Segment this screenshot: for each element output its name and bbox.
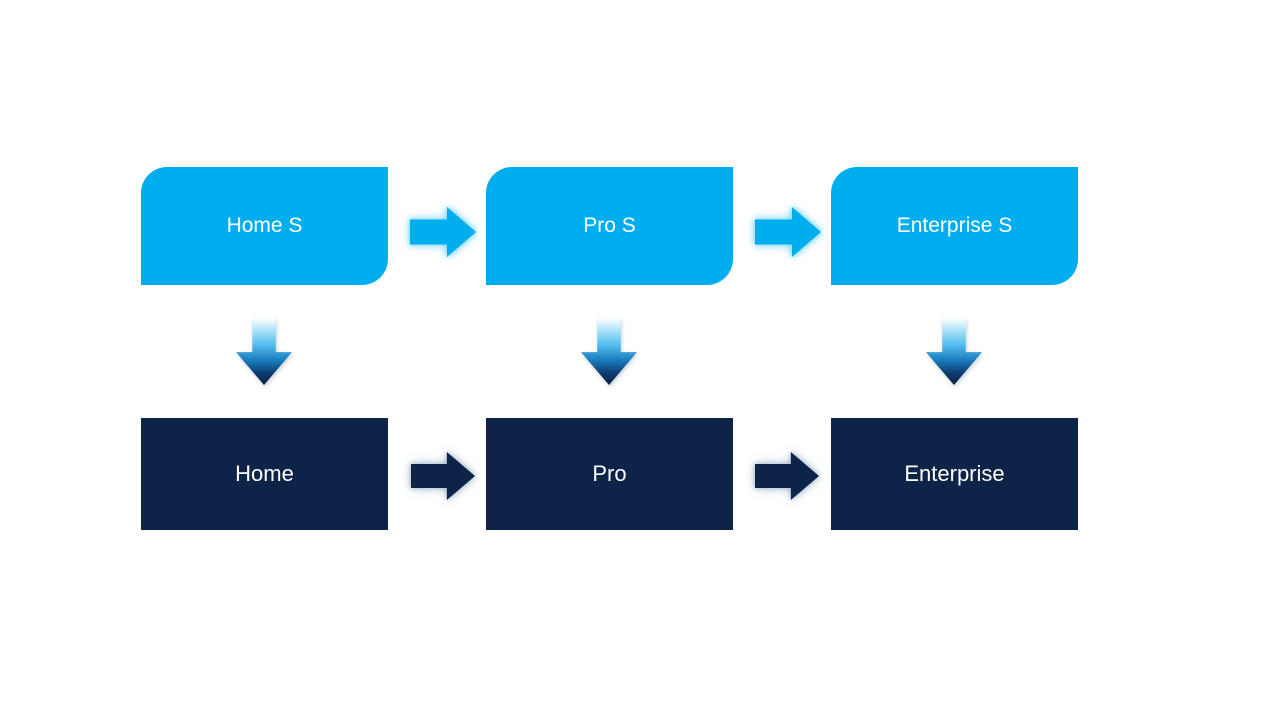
- node-home-s: Home S: [141, 167, 388, 285]
- node-enterprise-s-label: Enterprise S: [896, 214, 1013, 237]
- down-arrow-icon-1: [236, 318, 292, 385]
- right-arrow-icon-bottom-1: [411, 452, 475, 500]
- node-pro-label: Pro: [592, 461, 627, 486]
- node-pro-s-label: Pro S: [583, 214, 636, 237]
- right-arrow-icon-top-1: [410, 207, 476, 257]
- right-arrow-icon-bottom-2: [755, 452, 819, 500]
- node-pro-s: Pro S: [486, 167, 733, 285]
- node-home: Home: [141, 418, 388, 530]
- down-arrow-shape: [236, 318, 292, 385]
- right-arrow-shape: [411, 452, 475, 500]
- node-home-s-label: Home S: [226, 214, 303, 237]
- node-enterprise: Enterprise: [831, 418, 1078, 530]
- right-arrow-shape: [755, 452, 819, 500]
- node-home-label: Home: [235, 461, 294, 486]
- down-arrow-icon-2: [581, 318, 637, 385]
- down-arrow-icon-3: [926, 318, 982, 385]
- node-pro: Pro: [486, 418, 733, 530]
- right-arrow-icon-top-2: [755, 207, 821, 257]
- right-arrow-shape: [755, 207, 821, 257]
- right-arrow-shape: [410, 207, 476, 257]
- down-arrow-shape: [926, 318, 982, 385]
- node-enterprise-label: Enterprise: [904, 461, 1005, 486]
- node-enterprise-s: Enterprise S: [831, 167, 1078, 285]
- down-arrow-shape: [581, 318, 637, 385]
